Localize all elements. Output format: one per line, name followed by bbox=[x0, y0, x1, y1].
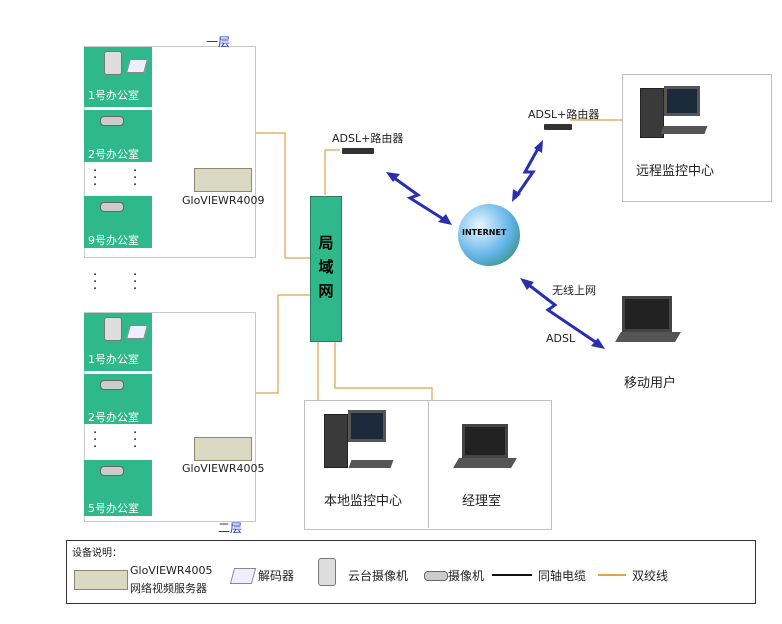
camera-icon bbox=[424, 571, 448, 581]
legend-title: 设备说明： bbox=[72, 548, 122, 559]
monitor-icon bbox=[348, 410, 386, 442]
floor1-room-2: 2号办公室 bbox=[84, 110, 152, 162]
laptop-icon bbox=[622, 296, 672, 332]
dvr-icon bbox=[74, 570, 128, 590]
dvr-device-floor1 bbox=[194, 168, 252, 192]
router-right-icon bbox=[544, 124, 572, 130]
lan-char: 网 bbox=[318, 282, 334, 300]
ellipsis-vertical: ··· bbox=[93, 164, 98, 193]
legend-camera: 摄像机 bbox=[448, 569, 485, 583]
laptop-icon bbox=[462, 424, 508, 458]
wireless-bolts bbox=[389, 144, 601, 347]
ellipsis-vertical: ··· bbox=[133, 268, 138, 297]
room-label: 5号办公室 bbox=[88, 502, 139, 515]
room-label: 9号办公室 bbox=[88, 234, 139, 247]
legend-panel bbox=[66, 540, 756, 604]
floor2-title: 二层 bbox=[218, 521, 243, 535]
local-center-label: 本地监控中心 bbox=[324, 494, 403, 509]
legend-dvr-line2: 网络视频服务器 bbox=[130, 582, 207, 595]
decoder-icon bbox=[126, 325, 148, 339]
ellipsis-vertical: ··· bbox=[93, 268, 98, 297]
ptz-camera-icon bbox=[104, 51, 122, 75]
dvr-label-floor2: GloVIEWR4005 bbox=[182, 462, 265, 475]
floor1-room-9: 9号办公室 bbox=[84, 196, 152, 248]
lan-char: 局 bbox=[318, 234, 334, 252]
room-label: 1号办公室 bbox=[88, 89, 139, 102]
camera-icon bbox=[100, 380, 124, 390]
legend-decoder: 解码器 bbox=[258, 569, 295, 583]
lan-switch: 局 域 网 bbox=[310, 196, 342, 342]
remote-center-label: 远程监控中心 bbox=[636, 164, 715, 179]
ellipsis-vertical: ··· bbox=[133, 164, 138, 193]
router-left-icon bbox=[342, 148, 374, 154]
bolt-arrowheads bbox=[386, 140, 605, 349]
room-label: 2号办公室 bbox=[88, 148, 139, 161]
legend-ptz-camera: 云台摄像机 bbox=[348, 569, 409, 583]
ptz-camera-icon bbox=[318, 558, 336, 586]
floor1-room-1: 1号办公室 bbox=[84, 47, 152, 107]
room-label: 2号办公室 bbox=[88, 411, 139, 424]
dvr-device-floor2 bbox=[194, 437, 252, 461]
floor2-room-5: 5号办公室 bbox=[84, 460, 152, 516]
keyboard-icon bbox=[348, 460, 394, 468]
ellipsis-vertical: ··· bbox=[133, 426, 138, 455]
floor2-room-2: 2号办公室 bbox=[84, 374, 152, 424]
floor2-room-1: 1号办公室 bbox=[84, 313, 152, 371]
floor1-title: 一层 bbox=[206, 35, 231, 49]
mobile-user-label: 移动用户 bbox=[624, 376, 677, 391]
internet-globe-icon bbox=[458, 204, 520, 266]
dvr-label-floor1: GloVIEWR4009 bbox=[182, 194, 265, 207]
ellipsis-vertical: ··· bbox=[93, 426, 98, 455]
ptz-camera-icon bbox=[104, 317, 122, 341]
coax-line-swatch bbox=[492, 574, 532, 576]
pc-tower-icon bbox=[324, 414, 348, 468]
internet-label: INTERNET bbox=[462, 228, 507, 237]
adsl-label: ADSL bbox=[546, 332, 576, 345]
legend-dvr-line1: GloVIEWR4005 bbox=[130, 564, 213, 577]
monitor-icon bbox=[664, 86, 700, 116]
decoder-icon bbox=[229, 568, 257, 584]
laptop-base-icon bbox=[615, 332, 681, 342]
camera-icon bbox=[100, 466, 124, 476]
decoder-icon bbox=[126, 59, 148, 73]
twisted-lines-lan bbox=[317, 111, 635, 441]
camera-icon bbox=[100, 116, 124, 126]
room-label: 1号办公室 bbox=[88, 353, 139, 366]
legend-twisted: 双绞线 bbox=[632, 569, 669, 583]
keyboard-icon bbox=[660, 126, 708, 134]
pc-tower-icon bbox=[640, 88, 664, 138]
twisted-line-swatch bbox=[598, 574, 626, 576]
panel-divider bbox=[428, 400, 429, 528]
wireless-label: 无线上网 bbox=[552, 284, 596, 297]
lan-char: 域 bbox=[318, 258, 334, 276]
router-left-label: ADSL+路由器 bbox=[332, 132, 404, 145]
manager-room-label: 经理室 bbox=[462, 494, 502, 509]
router-right-label: ADSL+路由器 bbox=[528, 108, 600, 121]
camera-icon bbox=[100, 202, 124, 212]
legend-coax: 同轴电缆 bbox=[538, 569, 587, 583]
laptop-base-icon bbox=[453, 458, 517, 468]
